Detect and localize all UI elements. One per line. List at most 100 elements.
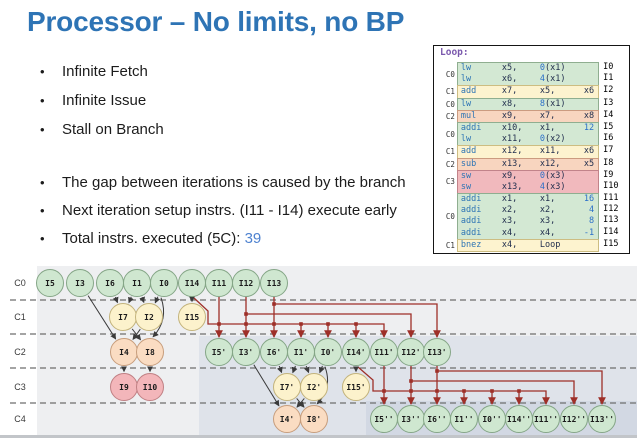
node-label: I12'' bbox=[562, 415, 586, 424]
dependency-arrow bbox=[112, 296, 119, 304]
node-label: I4' bbox=[280, 415, 294, 424]
branch-dependency-line bbox=[246, 313, 415, 339]
instruction-id: I8 bbox=[603, 157, 614, 168]
branch-dependency-lines bbox=[193, 297, 606, 406]
dag-node-I0': I0' bbox=[314, 338, 342, 366]
dag-node-I5': I5' bbox=[205, 338, 233, 366]
node-circle bbox=[450, 405, 478, 433]
bullet-infinite-issue: Infinite Issue bbox=[38, 86, 164, 115]
dag-node-I0'': I0'' bbox=[478, 405, 506, 433]
dag-node-I3'': I3'' bbox=[397, 405, 425, 433]
mnemonic: add bbox=[460, 146, 477, 157]
node-circle bbox=[423, 338, 451, 366]
mnemonic: lw bbox=[460, 98, 472, 109]
node-circle bbox=[136, 373, 164, 401]
instruction-ids: I15 bbox=[599, 239, 629, 252]
node-label: I14' bbox=[346, 348, 365, 357]
bullet-list-bottom: The gap between iterations is caused by … bbox=[38, 169, 406, 253]
junction-dot bbox=[382, 389, 386, 393]
branch-dependency-line bbox=[193, 297, 388, 339]
dag-node-I4': I4' bbox=[273, 405, 301, 433]
dag-node-I13': I13' bbox=[423, 338, 451, 366]
branch-dependency-line bbox=[357, 366, 550, 406]
row-label-C0: C0 bbox=[14, 278, 26, 288]
loop-label: Loop: bbox=[440, 47, 469, 58]
node-circle bbox=[150, 269, 178, 297]
junction-dot bbox=[244, 312, 248, 316]
node-label: I5 bbox=[45, 279, 55, 288]
dag-node-I0: I0 bbox=[150, 269, 178, 297]
junction-dot bbox=[462, 389, 466, 393]
junction-dot bbox=[435, 389, 439, 393]
instruction-id: I11 bbox=[603, 193, 619, 204]
row-label-C3: C3 bbox=[14, 382, 26, 392]
row-label-C2: C2 bbox=[14, 347, 26, 357]
total-instrs-value: 39 bbox=[244, 230, 262, 247]
node-label: I7' bbox=[280, 383, 294, 392]
node-label: I14 bbox=[185, 279, 200, 288]
dag-node-I6': I6' bbox=[260, 338, 288, 366]
junction-dot bbox=[272, 302, 276, 306]
mnemonic: sw bbox=[460, 170, 472, 181]
branch-dependency-line bbox=[411, 380, 578, 406]
node-label: I5'' bbox=[374, 415, 393, 424]
junction-dot bbox=[272, 322, 276, 326]
cycle-label: C0 bbox=[445, 69, 455, 79]
node-label: I0' bbox=[321, 348, 335, 357]
total-instrs-text: Total instrs. executed (5C): bbox=[62, 230, 245, 247]
dag-node-I14'': I14'' bbox=[505, 405, 533, 433]
junction-dot bbox=[326, 322, 330, 326]
node-label: I12 bbox=[239, 279, 254, 288]
node-circle bbox=[300, 373, 328, 401]
instruction-ids: I8 bbox=[599, 158, 629, 171]
node-label: I3'' bbox=[401, 415, 420, 424]
junction-dot bbox=[299, 322, 303, 326]
mnemonic: addi bbox=[460, 122, 482, 133]
dag-node-I10: I10 bbox=[136, 373, 164, 401]
instruction-id: I13 bbox=[603, 215, 619, 226]
page-title: Processor – No limits, no BP bbox=[27, 6, 405, 37]
node-label: I2 bbox=[144, 313, 154, 322]
dag-node-I15: I15 bbox=[178, 303, 206, 331]
mnemonic: addi bbox=[460, 216, 482, 227]
node-circle bbox=[300, 405, 328, 433]
dependency-arrow bbox=[318, 365, 325, 374]
node-label: I2' bbox=[307, 383, 321, 392]
mnemonic: sub bbox=[460, 158, 477, 169]
instruction-ids: I4 bbox=[599, 110, 629, 123]
dag-node-I11'': I11'' bbox=[532, 405, 560, 433]
node-label: I13 bbox=[267, 279, 282, 288]
cycle-label: C3 bbox=[445, 177, 455, 187]
dag-node-I14: I14 bbox=[178, 269, 206, 297]
node-label: I6 bbox=[105, 279, 115, 288]
cycle-label: C0 bbox=[445, 129, 455, 139]
node-circle bbox=[232, 338, 260, 366]
dag-node-I1: I1 bbox=[123, 269, 151, 297]
instruction-id: I0 bbox=[603, 62, 614, 72]
node-label: I9 bbox=[119, 383, 129, 392]
node-circle bbox=[135, 303, 163, 331]
junction-dot bbox=[217, 322, 221, 326]
node-label: I13'' bbox=[590, 415, 614, 424]
dependency-arrow bbox=[296, 398, 305, 408]
mnemonic: add bbox=[460, 86, 477, 97]
node-circle bbox=[532, 405, 560, 433]
instruction-ids: I3 bbox=[599, 98, 629, 111]
